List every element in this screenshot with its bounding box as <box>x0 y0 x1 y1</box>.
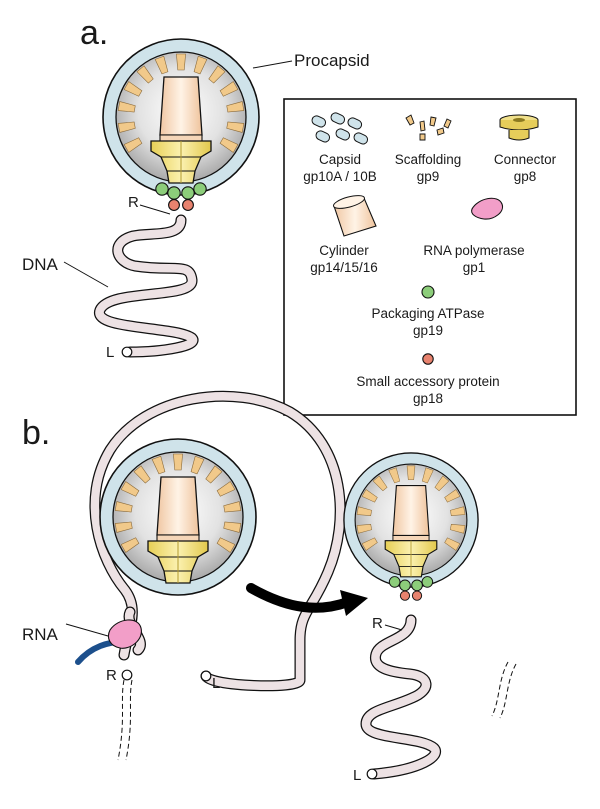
capsid-icon <box>311 112 369 145</box>
r-end-label-a: R <box>128 194 139 211</box>
legend-rnap-gene: gp1 <box>463 260 486 275</box>
legend-connector-gene: gp8 <box>514 169 537 184</box>
dna-strand-b-right <box>360 614 441 780</box>
accessory-protein-icon <box>422 353 434 365</box>
procapsid-a <box>102 38 260 211</box>
rna-label: RNA <box>22 625 59 644</box>
dna-leader <box>63 261 109 288</box>
legend-scaffolding-gene: gp9 <box>417 169 440 184</box>
legend-accessory-name: Small accessory protein <box>356 374 499 389</box>
legend-box: Capsid gp10A / 10B Scaffolding gp9 Conne… <box>283 98 577 416</box>
r-leader-b2 <box>384 624 403 631</box>
transition-arrow <box>246 583 368 616</box>
dna-continuation-b2 <box>491 661 517 719</box>
l-end-label-b2: L <box>353 767 361 784</box>
legend-accessory-gene: gp18 <box>413 391 443 406</box>
rna-polymerase-b <box>107 619 142 649</box>
dna-strand-a <box>94 214 199 358</box>
procapsid-label: Procapsid <box>294 51 370 70</box>
l-end-label-b1: L <box>212 675 220 692</box>
procapsid-leader <box>252 60 293 69</box>
l-end-marker-b1 <box>200 670 212 682</box>
rna-leader <box>65 623 109 637</box>
panel-b-label: b. <box>22 414 50 452</box>
panel-a-label: a. <box>80 14 108 52</box>
cylinder-icon <box>332 195 377 237</box>
packaging-atpase-icon <box>421 285 435 299</box>
legend-capsid-gene: gp10A / 10B <box>303 169 377 184</box>
dna-label: DNA <box>22 255 59 274</box>
legend-scaffolding-name: Scaffolding <box>395 152 462 167</box>
dna-continuation-b1 <box>117 679 133 761</box>
rna-polymerase-icon <box>471 197 504 220</box>
r-leader-a <box>139 204 171 215</box>
legend-cylinder-gene: gp14/15/16 <box>310 260 378 275</box>
legend-cylinder-name: Cylinder <box>319 243 369 258</box>
procapsid-b-left <box>99 438 257 596</box>
scaffolding-icon <box>405 114 452 141</box>
legend-rnap-name: RNA polymerase <box>423 243 524 258</box>
legend-connector-name: Connector <box>494 152 557 167</box>
legend-capsid-name: Capsid <box>319 152 361 167</box>
procapsid-b-right <box>343 452 479 601</box>
r-end-marker-b1 <box>121 669 133 681</box>
dna-strand-b-left <box>89 390 346 692</box>
l-end-label-a: L <box>106 344 114 361</box>
legend-atpase-gene: gp19 <box>413 323 443 338</box>
connector-icon <box>499 114 539 141</box>
r-end-label-b1: R <box>106 667 117 684</box>
legend-atpase-name: Packaging ATPase <box>371 306 484 321</box>
r-end-label-b2: R <box>372 615 383 632</box>
